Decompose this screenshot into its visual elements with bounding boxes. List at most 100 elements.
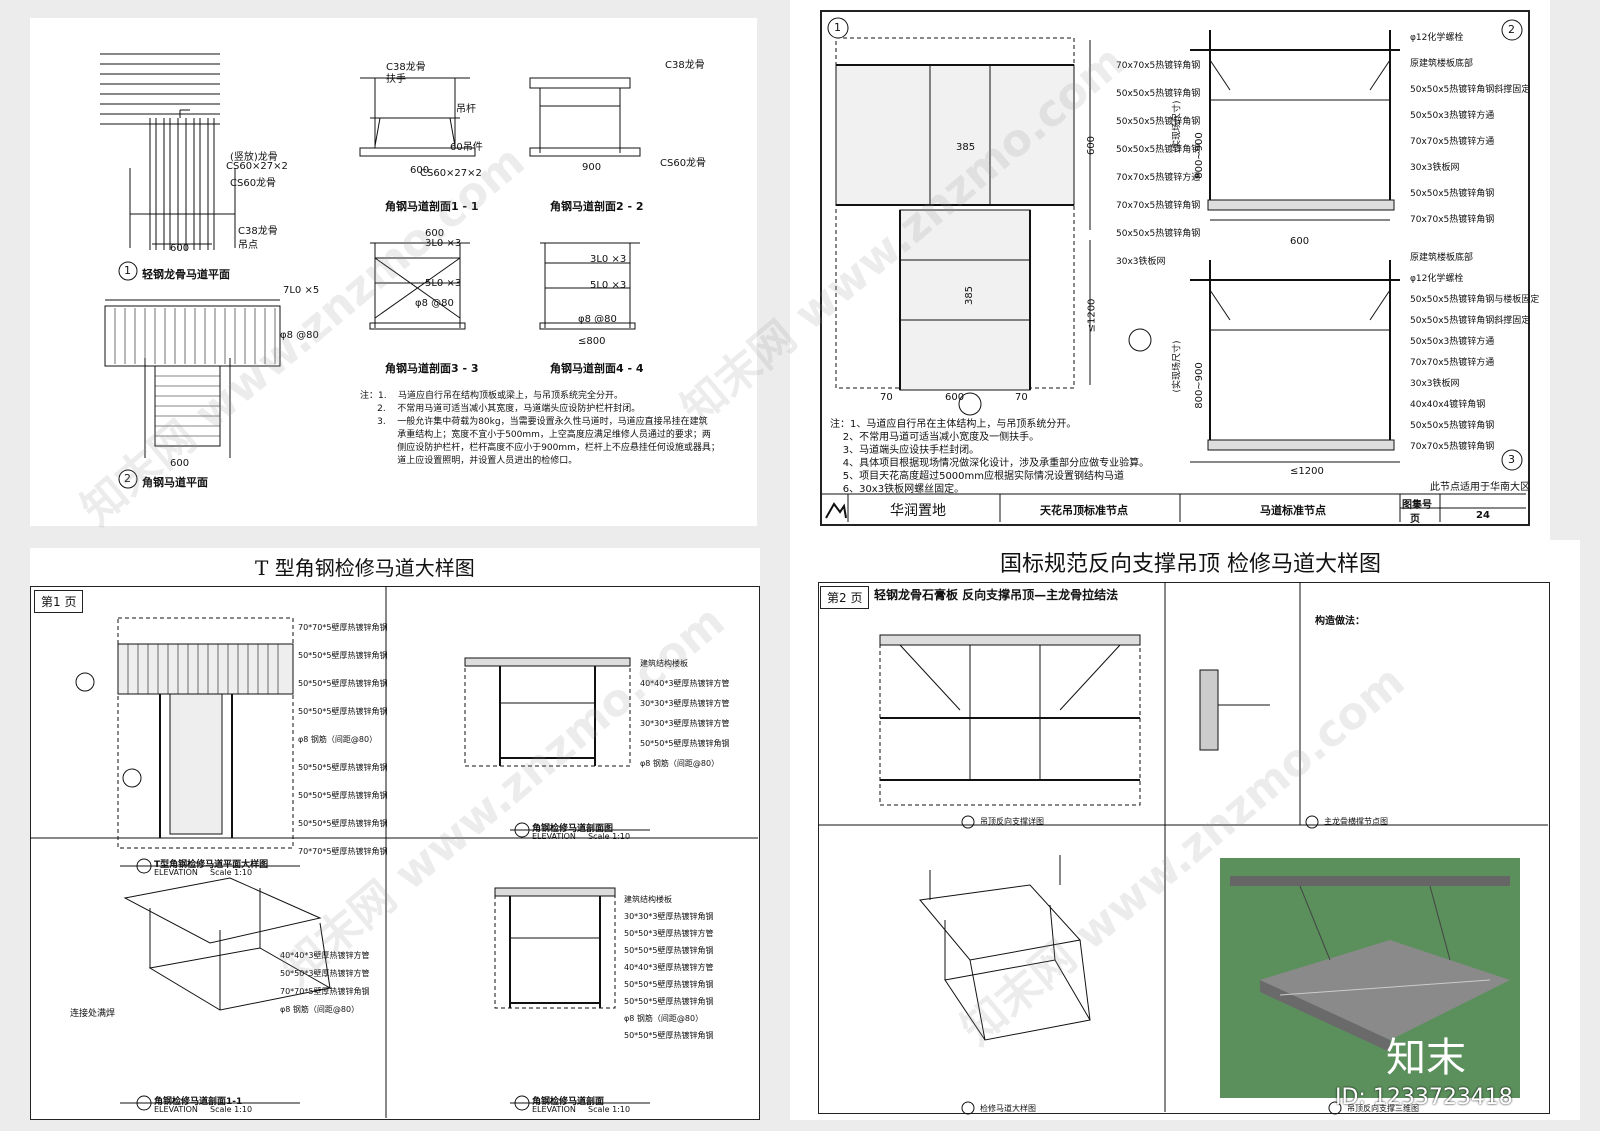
callout-label: 40*40*3壁厚热镀锌方管 — [624, 963, 714, 972]
label-c38-r: C38龙骨 — [665, 60, 705, 71]
dim-600-plan: 600 — [170, 243, 190, 254]
weld-note: 连接处满焊 — [70, 1009, 116, 1019]
brand-logo: 知末 — [1386, 1035, 1466, 1081]
caption-br-1: 吊顶反向支撑详图 — [980, 817, 1044, 826]
dim-600-plan2: 600 — [170, 458, 190, 469]
caption-br-3: 检修马道大样图 — [980, 1104, 1036, 1113]
section-4-4-lines — [539, 242, 640, 330]
label-3l0-4: 3L0 ×3 — [590, 254, 627, 265]
drawing-frame — [820, 10, 1530, 526]
dim-70-a: 70 — [880, 392, 893, 403]
dim-385-b: 385 — [964, 285, 976, 306]
dim-900-b: 900 — [582, 162, 602, 173]
callout-label: 50x50x5热镀锌角钢 — [1116, 229, 1201, 239]
callout-label: 30*30*3壁厚热镀锌方管 — [640, 719, 730, 728]
callout-label: 30*30*3壁厚热镀锌角钢 — [624, 912, 714, 921]
callout-label: 50*50*3壁厚热镀锌方管 — [280, 969, 370, 978]
id-stamp: ID: 1233723418 — [1335, 1085, 1513, 1110]
callout-label: 70*70*5壁厚热镀锌角钢 — [298, 623, 388, 632]
callout-label: 40*40*3壁厚热镀锌方管 — [640, 679, 730, 688]
callout-label: 70x70x5热镀锌角钢 — [1410, 442, 1495, 452]
notes-tr: 注：1、马道应自行吊在主体结构上，与吊顶系统分开。 2、不常用马道可适当减小宽度… — [830, 419, 1150, 495]
heading-bl: T 型角钢检修马道大样图 — [255, 556, 475, 580]
callout-label: 70x70x5热镀锌角钢 — [1410, 215, 1495, 225]
callout-label: 50*50*5壁厚热镀锌角钢 — [298, 763, 388, 772]
callout-label: 50x50x5热镀锌角钢斜撑固定 — [1410, 85, 1531, 95]
caption-br-2: 主龙骨横撑节点图 — [1324, 817, 1388, 826]
callout-label: 50*50*5壁厚热镀锌角钢 — [624, 1031, 714, 1040]
detail-no-1: 1 — [834, 21, 841, 34]
dim-600-a: 600 — [410, 165, 430, 176]
label-vertical-keel: (竖放)龙骨 — [230, 152, 278, 163]
label-5l0: 5L0 ×3 — [425, 278, 462, 289]
callout-label: 70x70x5热镀锌方通 — [1116, 173, 1201, 183]
callout-label: 70*70*5壁厚热镀锌角钢 — [298, 847, 388, 856]
callout-label: 50*50*5壁厚热镀锌角钢 — [640, 739, 730, 748]
callout-label: 原建筑楼板底部 — [1410, 253, 1474, 263]
section-3-3-lines — [369, 242, 470, 330]
company-name: 华润置地 — [890, 503, 946, 519]
frame-br — [818, 582, 1550, 1114]
callout-label: 50x50x5热镀锌角钢 — [1116, 145, 1201, 155]
caption-4-scale: Scale 1:10 — [588, 1105, 631, 1114]
label-phi8-plan: φ8 @80 — [280, 330, 319, 341]
callout-label: 50*50*5壁厚热镀锌角钢 — [624, 997, 714, 1006]
page-tag-br: 第2 页 — [820, 586, 870, 609]
caption-2-scale: Scale 1:10 — [210, 1105, 253, 1114]
plan-1-title: 轻钢龙骨马道平面 — [142, 268, 230, 281]
caption-1-elev: ELEVATION — [154, 868, 198, 877]
section-2-2-title: 角钢马道剖面2 - 2 — [550, 200, 644, 213]
walkway-drawings-tl — [100, 53, 641, 489]
callout-label: φ8 钢筋（间距@80） — [280, 1005, 360, 1014]
callout-label: 50*50*5壁厚热镀锌角钢 — [298, 819, 388, 828]
callout-label: 70x70x5热镀锌角钢 — [1116, 201, 1201, 211]
caption-3: 角钢检修马道剖面图 — [532, 824, 614, 834]
callout-label: 30*30*3壁厚热镀锌方管 — [640, 699, 730, 708]
dim-600-h: 600 — [945, 392, 965, 403]
dim-site-b: (实现场尺寸) — [1172, 340, 1183, 393]
caption-br-4: 吊顶反向支撑三维图 — [1347, 1104, 1419, 1113]
dim-600-s2: 600 — [1290, 236, 1310, 247]
callout-label: 70x70x5热镀锌角钢 — [1116, 61, 1201, 71]
section-4-4-title: 角钢马道剖面4 - 4 — [550, 362, 644, 375]
page-label: 页 — [1410, 514, 1420, 525]
dim-600-3: 600 — [425, 228, 445, 239]
label-phi8-4: φ8 @80 — [578, 314, 617, 325]
callout-label: 建筑结构楼板 — [624, 895, 672, 904]
label-hanger-point: 吊点 — [238, 240, 258, 251]
label-cs60-r: CS60龙骨 — [660, 158, 707, 169]
section-1-1-title: 角钢马道剖面1 - 1 — [385, 200, 479, 213]
callout-label: 50*50*3壁厚热镀锌方管 — [624, 929, 714, 938]
callout-label: 50*50*5壁厚热镀锌角钢 — [624, 980, 714, 989]
callout-label: 原建筑楼板底部 — [1410, 59, 1474, 69]
label-c38-plan: C38龙骨 — [238, 226, 278, 237]
label-cs60x27-plan: CS60×27×2 — [226, 161, 288, 172]
section-3-lines — [1190, 260, 1400, 463]
dim-385-a: 385 — [956, 142, 976, 153]
drawings-bl — [30, 586, 758, 1118]
section-2-lines — [1190, 30, 1400, 221]
callout-label: 建筑结构楼板 — [640, 659, 688, 668]
plan-1-lines — [100, 53, 236, 250]
label-c38: C38龙骨 — [386, 62, 426, 73]
caption-1: T型角钢检修马道平面大样图 — [154, 860, 269, 870]
callout-label: φ8 钢筋（间距@80） — [624, 1014, 704, 1023]
dim-800-900-a: 800~900 — [1193, 132, 1205, 179]
caption-4-elev: ELEVATION — [532, 1105, 576, 1114]
heading-br: 国标规范反向支撑吊顶 检修马道大样图 — [1000, 552, 1381, 577]
fig-no-label: 图集号 — [1402, 500, 1432, 511]
label-7l0: 7L0 ×5 — [283, 285, 320, 296]
sheet-bottom-left: T 型角钢检修马道大样图 第1 页 — [30, 548, 760, 1120]
subtitle-br: 轻钢龙骨石膏板 反向支撑吊顶—主龙骨拉结法 — [874, 588, 1119, 602]
callout-label: φ8 钢筋（间距@80） — [640, 759, 720, 768]
plan-2-title: 角钢马道平面 — [142, 476, 208, 489]
callout-label: φ12化学螺栓 — [1410, 33, 1464, 43]
callout-label: φ12化学螺栓 — [1410, 274, 1464, 284]
caption-2-elev: ELEVATION — [154, 1105, 198, 1114]
dim-800-900-b: 800~900 — [1193, 362, 1205, 409]
page-tag-bl: 第1 页 — [34, 590, 84, 613]
callout-label: 50*50*5壁厚热镀锌角钢 — [624, 946, 714, 955]
title-walkway: 马道标准节点 — [1260, 504, 1326, 517]
sheet-top-left: 轻钢龙骨马道平面 1 角钢马道平面 2 角钢马道剖面1 - 1 角钢马道剖面2 … — [30, 18, 757, 526]
plan-1-number: 1 — [124, 264, 131, 277]
